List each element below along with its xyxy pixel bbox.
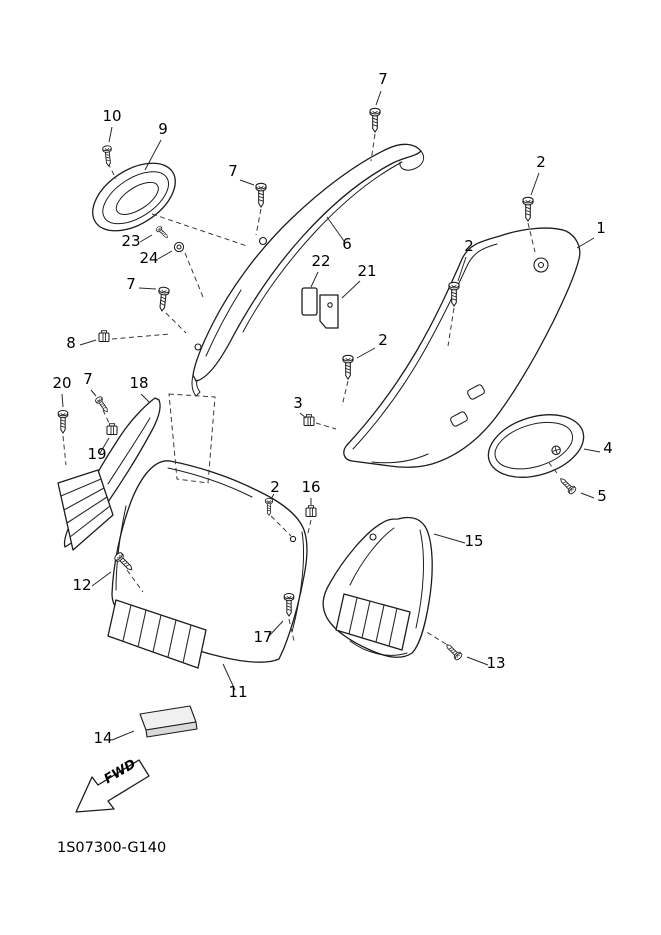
callout-15: 15 [464,532,483,550]
assembly-dash-lines [62,133,558,645]
clip-icon [98,330,110,343]
part-oval-cover-top [92,162,176,232]
callout-19: 19 [87,445,106,463]
leader-lines [61,90,601,741]
callout-21: 21 [357,262,376,280]
fwd-arrow: FWD [75,757,150,813]
screw-icon [94,395,111,415]
part-latch-bracket [301,287,339,329]
callout-9: 9 [158,120,168,138]
step-ribs [122,604,192,664]
callout-22: 22 [311,252,330,270]
clip-icon [303,414,315,427]
callout-5: 5 [597,487,607,505]
part-side-cover-right [343,227,581,468]
diagram-code: 1S07300-G140 [57,840,166,856]
screw-icon [156,286,170,312]
screw-icon [57,409,69,434]
clip-icon [106,423,118,436]
screw-icon [101,144,114,167]
callout-2: 2 [378,331,388,349]
callout-13: 13 [486,654,505,672]
fwd-arrow-outline [75,759,150,813]
part-floor-panel [107,460,308,669]
part-pad [139,705,198,738]
callout-14: 14 [93,729,112,747]
callout-1: 1 [596,219,606,237]
panel-hole [194,343,202,351]
callout-20: 20 [52,374,71,392]
callout-24: 24 [139,249,158,267]
callout-12: 12 [72,576,91,594]
callout-2: 2 [536,153,546,171]
part-bracket-left [57,397,161,551]
grip-hatch [60,478,111,538]
callout-7: 7 [378,70,388,88]
screw-icon [443,641,464,662]
callout-2: 2 [270,478,280,496]
callout-3: 3 [293,394,303,412]
screw-icon [154,224,170,240]
part-footboard-right [322,516,433,658]
callout-11: 11 [228,683,247,701]
callout-18: 18 [129,374,148,392]
step-ribs [348,597,398,647]
screw-icon [255,182,267,208]
callout-7: 7 [126,275,136,293]
callout-2: 2 [464,237,474,255]
callout-6: 6 [342,235,352,253]
callout-17: 17 [253,628,272,646]
callout-10: 10 [102,107,121,125]
panel-hole [258,236,268,246]
callout-23: 23 [121,232,140,250]
clip-icon [305,505,317,518]
latch-detail [450,411,468,427]
callout-7: 7 [83,370,93,388]
screw-icon [557,475,578,496]
callout-16: 16 [301,478,320,496]
part-upper-side-panel [191,143,425,397]
callout-7: 7 [228,162,238,180]
screw-icon [369,107,381,133]
latch-detail [467,384,485,400]
screw-icon [342,354,354,380]
callout-8: 8 [66,334,76,352]
washer-icon [173,241,185,253]
screw-icon [522,196,534,222]
part-oval-lid [487,414,585,478]
callout-4: 4 [603,439,613,457]
